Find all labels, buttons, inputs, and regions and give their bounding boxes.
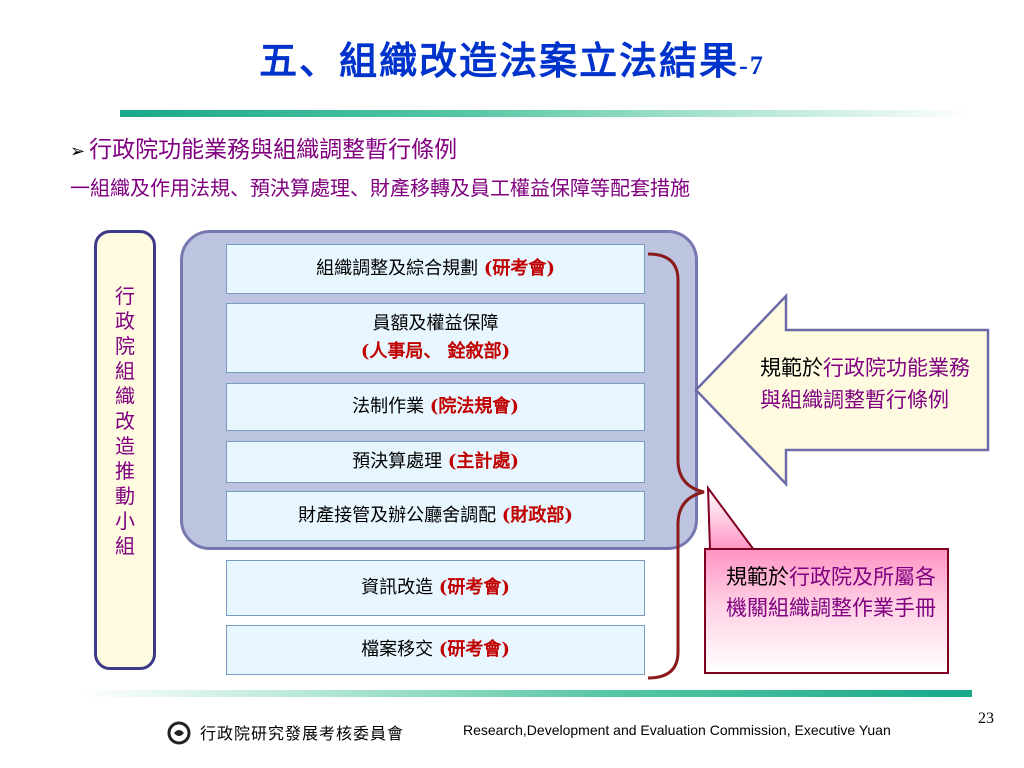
item-property-transfer: 財產接管及辦公廳舍調配 (財政部) — [226, 491, 645, 541]
task-force-box — [94, 230, 156, 670]
top-divider — [120, 110, 972, 117]
item-org: (人事局、 銓敘部) — [360, 341, 511, 362]
subtitle-text: 行政院功能業務與組織調整暫行條例 — [89, 137, 458, 163]
item-budget-processing: 預決算處理 (主計處) — [226, 441, 645, 483]
item-organization-planning: 組織調整及綜合規劃 (研考會) — [226, 244, 645, 294]
arrow-bullet-icon: ➢ — [70, 141, 86, 162]
item-staffing-rights: 員額及權益保障 (人事局、 銓敘部) — [226, 303, 645, 373]
task-force-label: 行 政 院 組 織 改 造 推 動 小 組 — [115, 284, 135, 558]
manual-callout — [704, 548, 949, 674]
footer-organization-en: Research,Development and Evaluation Comm… — [463, 722, 891, 738]
item-text: 檔案移交 — [361, 639, 434, 660]
slide-title-suffix: -7 — [739, 51, 765, 80]
manual-name: 行政院及所屬各機關組織調整作業手冊 — [726, 565, 936, 620]
manual-callout-text: 規範於行政院及所屬各機關組織調整作業手冊 — [726, 562, 936, 624]
arrow-regulation-name: 行政院功能業務與組織調整暫行條例 — [760, 356, 970, 412]
left-arrow-icon — [694, 292, 990, 488]
item-text: 財產接管及辦公廳舍調配 — [298, 505, 497, 526]
item-org: (主計處) — [447, 451, 519, 472]
item-text: 預決算處理 — [352, 451, 443, 472]
item-org: (院法規會) — [429, 396, 519, 417]
page-number: 23 — [978, 710, 994, 727]
bottom-divider — [80, 690, 972, 697]
callout-pointer-icon — [706, 484, 756, 551]
arrow-note: 規範於行政院功能業務與組織調整暫行條例 — [760, 352, 970, 416]
item-org: (研考會) — [438, 577, 510, 598]
commission-logo-icon — [167, 721, 191, 745]
item-org: (財政部) — [501, 505, 573, 526]
item-text: 組織調整及綜合規劃 — [316, 258, 479, 279]
slide-title: 五、組織改造法案立法結果-7 — [0, 30, 1024, 85]
item-text: 員額及權益保障 — [372, 313, 499, 334]
brace-icon — [647, 252, 705, 680]
subtitle2: 一組織及作用法規、預決算處理、財產移轉及員工權益保障等配套措施 — [70, 176, 690, 200]
item-information-reform: 資訊改造 (研考會) — [226, 560, 645, 616]
arrow-prefix: 規範於 — [760, 356, 823, 380]
item-text: 資訊改造 — [361, 577, 434, 598]
item-org: (研考會) — [438, 639, 510, 660]
item-org: (研考會) — [483, 258, 555, 279]
footer-organization-zh: 行政院研究發展考核委員會 — [200, 724, 405, 743]
item-text: 法制作業 — [352, 396, 425, 417]
slide-title-text: 五、組織改造法案立法結果 — [259, 38, 740, 83]
pink-prefix: 規範於 — [726, 565, 789, 589]
subtitle: ➢行政院功能業務與組織調整暫行條例 — [70, 130, 457, 164]
item-legal-work: 法制作業 (院法規會) — [226, 383, 645, 431]
item-archive-transfer: 檔案移交 (研考會) — [226, 625, 645, 675]
